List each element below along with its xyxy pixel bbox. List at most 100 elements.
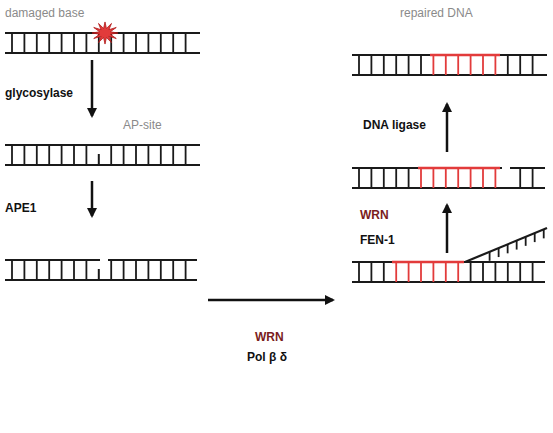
enzyme-label: glycosylase xyxy=(5,86,73,100)
base-pair xyxy=(519,262,521,282)
step-arrow xyxy=(208,299,333,302)
dna-ladder xyxy=(5,118,200,168)
flap-base xyxy=(516,241,518,250)
dna-step: AP-site xyxy=(5,118,200,168)
new-base-pair xyxy=(445,55,447,75)
base-pair xyxy=(61,260,63,280)
step-arrow xyxy=(446,205,449,253)
base-pair xyxy=(358,168,360,188)
new-base-pair xyxy=(470,55,472,75)
flap-base xyxy=(543,229,545,238)
base-pair xyxy=(482,262,484,282)
base-pair xyxy=(147,145,149,165)
base-pair xyxy=(48,260,50,280)
dna-strand xyxy=(5,164,200,166)
base-pair xyxy=(172,145,174,165)
new-base-pair xyxy=(395,262,397,282)
base-pair xyxy=(73,145,75,165)
base-pair xyxy=(23,260,25,280)
base-pair xyxy=(123,33,125,53)
enzyme-label: APE1 xyxy=(5,201,36,215)
new-base-pair xyxy=(445,262,447,282)
base-pair xyxy=(86,260,88,280)
base-pair xyxy=(532,55,534,75)
base-pair xyxy=(408,168,410,188)
flap-base xyxy=(489,252,491,261)
flap-base xyxy=(507,244,509,253)
new-base-pair xyxy=(470,168,472,188)
base-pair xyxy=(507,55,509,75)
base-pair xyxy=(370,55,372,75)
base-pair xyxy=(420,55,422,75)
step-arrow xyxy=(91,181,94,216)
base-pair xyxy=(395,55,397,75)
base-pair xyxy=(470,262,472,282)
new-base-pair xyxy=(420,262,422,282)
enzyme-label: WRN xyxy=(255,330,284,344)
base-pair xyxy=(408,55,410,75)
dna-strand xyxy=(5,144,200,146)
base-pair xyxy=(48,33,50,53)
dna-strand xyxy=(5,279,197,281)
base-pair xyxy=(86,145,88,165)
base-pair xyxy=(370,168,372,188)
dna-strand xyxy=(352,261,545,263)
base-pair xyxy=(172,260,174,280)
base-pair xyxy=(172,33,174,53)
new-base-pair xyxy=(457,55,459,75)
dna-ladder xyxy=(352,228,547,282)
base-pair xyxy=(160,260,162,280)
base-pair xyxy=(185,33,187,53)
dna-flap xyxy=(465,228,547,262)
base-pair xyxy=(383,55,385,75)
base-pair xyxy=(73,33,75,53)
step-heading: repaired DNA xyxy=(400,6,473,20)
flap-base xyxy=(525,237,527,246)
base-pair xyxy=(185,145,187,165)
dna-strand xyxy=(108,259,197,261)
base-pair xyxy=(23,145,25,165)
dna-step: damaged base xyxy=(5,2,200,58)
base-pair xyxy=(383,168,385,188)
base-pair xyxy=(36,33,38,53)
new-base-pair xyxy=(494,168,496,188)
base-pair xyxy=(494,262,496,282)
base-pair xyxy=(135,260,137,280)
base-pair xyxy=(519,168,521,188)
new-base-pair xyxy=(494,55,496,75)
new-base-pair xyxy=(482,168,484,188)
new-base-pair xyxy=(445,168,447,188)
flap-base xyxy=(498,248,500,257)
dna-ladder xyxy=(352,168,545,188)
abasic-site xyxy=(98,269,100,280)
dna-strand xyxy=(352,281,545,283)
new-base-pair xyxy=(432,168,434,188)
new-base-pair xyxy=(457,262,459,282)
base-pair xyxy=(61,145,63,165)
new-strand xyxy=(392,261,464,264)
enzyme-label: Pol β δ xyxy=(247,350,287,364)
base-pair xyxy=(370,262,372,282)
base-pair xyxy=(123,145,125,165)
base-pair xyxy=(23,33,25,53)
base-pair xyxy=(147,260,149,280)
base-pair xyxy=(395,168,397,188)
dna-strand xyxy=(5,52,200,54)
new-base-pair xyxy=(432,262,434,282)
base-pair xyxy=(147,33,149,53)
base-pair xyxy=(11,145,13,165)
enzyme-label: FEN-1 xyxy=(360,233,395,247)
step-arrow xyxy=(91,60,94,116)
step-arrow xyxy=(446,104,449,152)
damage-star xyxy=(92,22,118,44)
enzyme-label: WRN xyxy=(360,208,389,222)
base-pair xyxy=(11,33,13,53)
base-pair xyxy=(48,145,50,165)
base-pair xyxy=(86,33,88,53)
step-heading: damaged base xyxy=(5,6,84,20)
base-pair xyxy=(135,145,137,165)
base-pair xyxy=(160,33,162,53)
base-pair xyxy=(123,260,125,280)
dna-strand xyxy=(352,74,547,76)
